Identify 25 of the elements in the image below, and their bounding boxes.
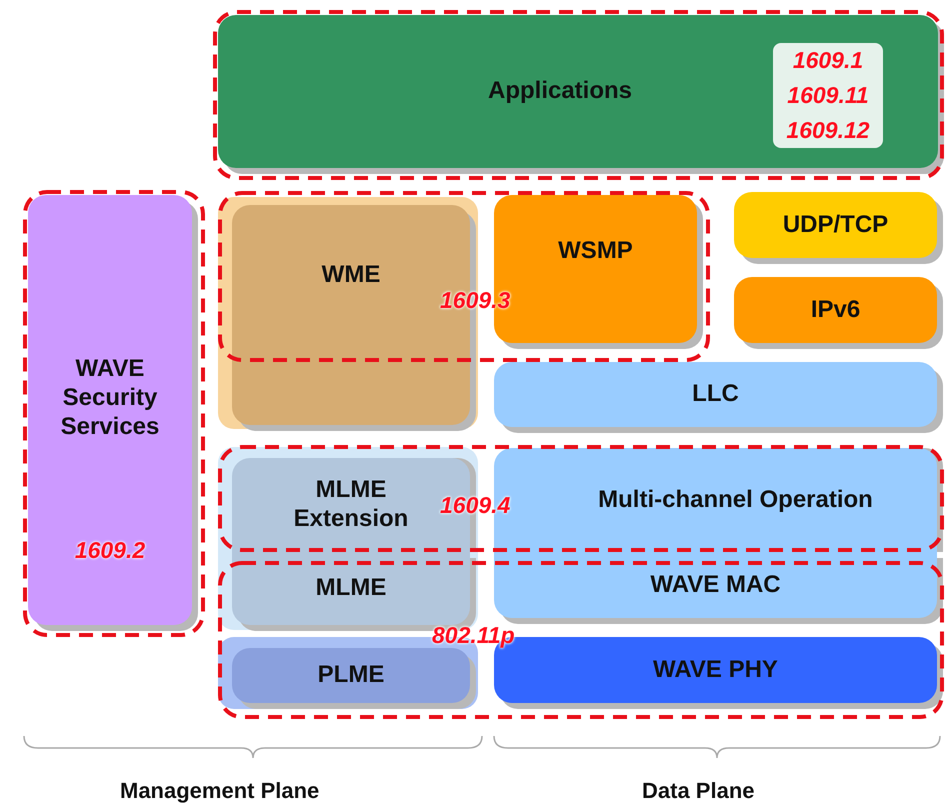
layer-name: PLME xyxy=(318,661,384,690)
standard-number: 1609.4 xyxy=(440,492,510,519)
layer-name: WME xyxy=(322,260,380,290)
layer-box xyxy=(494,362,937,427)
layer-box xyxy=(734,277,937,343)
layer-name: IPv6 xyxy=(810,296,860,324)
layer-box xyxy=(232,552,470,625)
plane-label: Management Plane xyxy=(120,778,320,804)
layer-name: WSMP xyxy=(558,236,633,266)
standard-number: 1609.2 xyxy=(74,537,146,564)
layer-box xyxy=(494,552,937,618)
layer-box xyxy=(232,648,470,703)
layer-name: UDP/TCP xyxy=(782,210,888,240)
layer-name: LLC xyxy=(692,380,739,409)
layer-name: WAVE PHY xyxy=(653,656,778,684)
plane-label: Data Plane xyxy=(642,778,754,804)
standard-number: 802.11p xyxy=(432,622,515,649)
layer-box xyxy=(734,192,937,258)
layer-name: WAVE MAC xyxy=(650,570,781,600)
layer-name: MLME xyxy=(316,574,386,603)
layer-name: Multi-channel Operation xyxy=(598,486,873,514)
layer-name: WAVE Security Services xyxy=(60,355,160,442)
layer-name: MLME Extension xyxy=(292,476,410,534)
layer-name: Applications xyxy=(488,77,632,106)
standard-number: 1609.1 1609.11 1609.12 xyxy=(773,43,883,148)
